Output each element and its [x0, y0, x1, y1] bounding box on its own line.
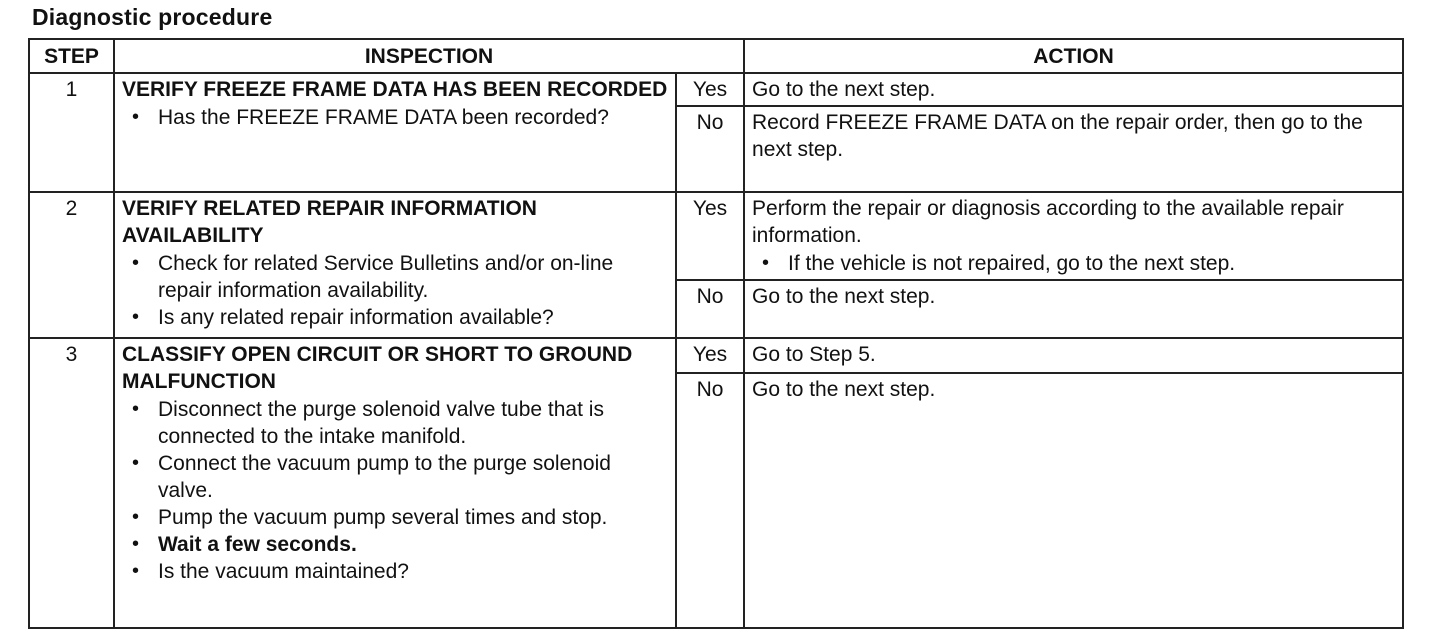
inspection-bullets: Disconnect the purge solenoid valve tube… [122, 396, 668, 585]
yes-action: Go to the next step. [743, 72, 1405, 107]
yes-action: Perform the repair or diagnosis accordin… [752, 197, 1344, 247]
header-action: ACTION [743, 38, 1405, 74]
action-bullet: If the vehicle is not repaired, go to th… [762, 250, 1395, 277]
no-action: Go to the next step. [743, 372, 1405, 629]
inspection-bullet: Has the FREEZE FRAME DATA been recorded? [132, 104, 668, 131]
table-header-row: STEP INSPECTION ACTION [28, 38, 1405, 74]
table-row: No Go to the next step. [29, 279, 1405, 339]
no-label: No [674, 279, 746, 339]
table-row: No Go to the next step. [29, 372, 1405, 629]
step-number: 2 [28, 191, 115, 339]
inspection-cell: VERIFY RELATED REPAIR INFORMATION AVAILA… [113, 191, 677, 339]
page-title: Diagnostic procedure [32, 4, 273, 30]
step-number: 1 [28, 72, 115, 193]
header-step: STEP [28, 38, 115, 74]
inspection-bullet: Connect the vacuum pump to the purge sol… [132, 450, 668, 504]
inspection-cell: VERIFY FREEZE FRAME DATA HAS BEEN RECORD… [113, 72, 677, 193]
header-inspection: INSPECTION [112, 38, 746, 74]
inspection-title: VERIFY RELATED REPAIR INFORMATION AVAILA… [122, 197, 537, 247]
action-bullets: If the vehicle is not repaired, go to th… [752, 250, 1395, 277]
no-label: No [674, 372, 746, 629]
inspection-bullets: Check for related Service Bulletins and/… [122, 250, 668, 331]
inspection-bullet: Is any related repair information availa… [132, 304, 668, 331]
inspection-bullet: Is the vacuum maintained? [132, 558, 668, 585]
yes-action-cell: Perform the repair or diagnosis accordin… [743, 191, 1405, 281]
yes-label: Yes [674, 191, 746, 281]
diagnostic-table: STEP INSPECTION ACTION 1 VERIFY FREEZE F… [28, 38, 1405, 629]
yes-action: Go to Step 5. [743, 337, 1405, 374]
inspection-title: CLASSIFY OPEN CIRCUIT OR SHORT TO GROUND… [122, 343, 633, 393]
table-row: 3 CLASSIFY OPEN CIRCUIT OR SHORT TO GROU… [28, 337, 1405, 629]
yes-label: Yes [674, 337, 746, 374]
bold-text: Wait a few seconds. [158, 533, 357, 556]
no-action: Record FREEZE FRAME DATA on the repair o… [743, 105, 1405, 193]
inspection-bullet: Wait a few seconds. [132, 531, 668, 558]
table-row: 2 VERIFY RELATED REPAIR INFORMATION AVAI… [28, 191, 1405, 339]
inspection-title: VERIFY FREEZE FRAME DATA HAS BEEN RECORD… [122, 78, 668, 101]
inspection-bullets: Has the FREEZE FRAME DATA been recorded? [122, 104, 668, 131]
yes-label: Yes [674, 72, 746, 107]
no-label: No [674, 105, 746, 193]
no-action: Go to the next step. [743, 279, 1405, 339]
inspection-bullet: Pump the vacuum pump several times and s… [132, 504, 668, 531]
table-row: 1 VERIFY FREEZE FRAME DATA HAS BEEN RECO… [28, 72, 1405, 193]
table-row: No Record FREEZE FRAME DATA on the repai… [29, 105, 1405, 193]
inspection-bullet: Disconnect the purge solenoid valve tube… [132, 396, 668, 450]
step-number: 3 [28, 337, 115, 629]
inspection-cell: CLASSIFY OPEN CIRCUIT OR SHORT TO GROUND… [113, 337, 677, 629]
inspection-bullet: Check for related Service Bulletins and/… [132, 250, 668, 304]
